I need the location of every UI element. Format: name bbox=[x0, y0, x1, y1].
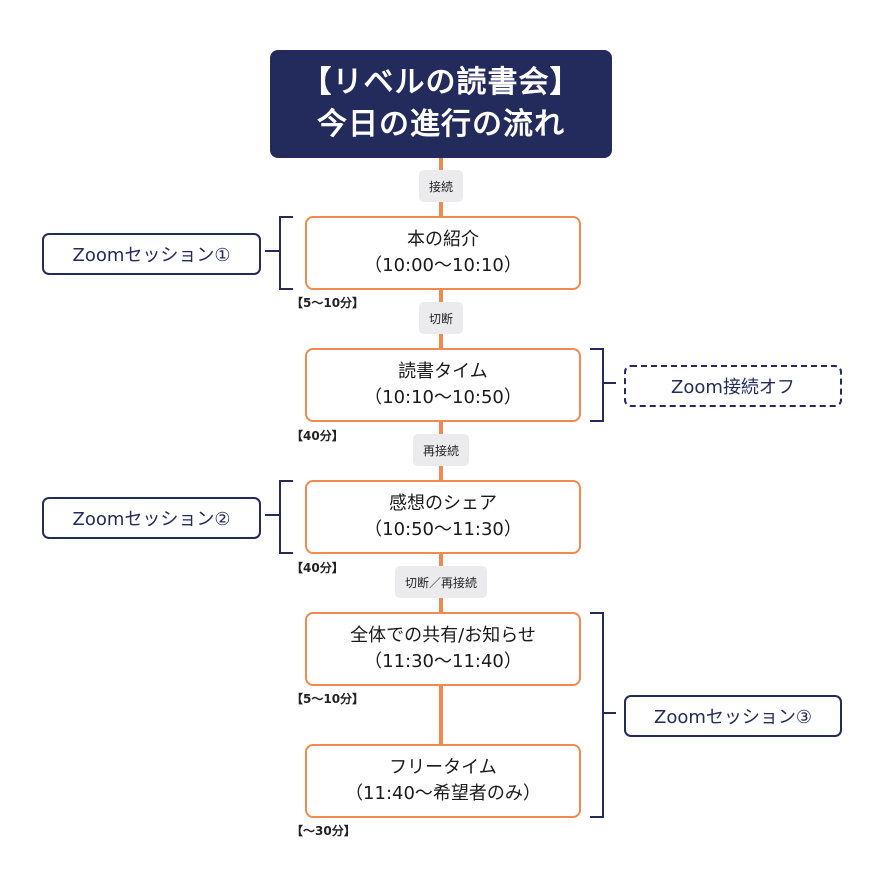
zoom-off-label: Zoom接続オフ bbox=[624, 365, 842, 407]
session3-bracket-tick bbox=[602, 712, 616, 714]
step-name: 本の紹介 bbox=[407, 229, 479, 250]
step-time: （11:30〜11:40） bbox=[364, 651, 522, 672]
connector-disconnect: 切断 bbox=[418, 302, 464, 334]
session2-label: Zoomセッション② bbox=[42, 497, 261, 539]
step-duration: 【〜30分】 bbox=[291, 824, 356, 838]
session3-bracket bbox=[590, 612, 604, 818]
step-free-time: フリータイム （11:40〜希望者のみ） bbox=[305, 744, 581, 818]
connector-connect: 接続 bbox=[418, 170, 464, 202]
step-time: （10:10〜10:50） bbox=[364, 387, 522, 408]
session1-bracket-tick bbox=[265, 250, 279, 252]
step-duration: 【40分】 bbox=[291, 429, 344, 443]
step-share-thoughts: 感想のシェア （10:50〜11:30） bbox=[305, 480, 581, 554]
flow-title-line2: 今日の進行の流れ bbox=[317, 107, 565, 142]
step-duration: 【5〜10分】 bbox=[291, 692, 365, 706]
zoom-off-bracket bbox=[590, 348, 604, 422]
flow-title-box: 【リベルの読書会】 今日の進行の流れ bbox=[270, 50, 612, 158]
step-time: （11:40〜希望者のみ） bbox=[345, 783, 541, 804]
flow-line bbox=[439, 684, 443, 744]
step-book-intro: 本の紹介 （10:00〜10:10） bbox=[305, 216, 581, 290]
session2-bracket bbox=[279, 480, 293, 554]
session2-bracket-tick bbox=[265, 514, 279, 516]
step-reading-time: 読書タイム （10:10〜10:50） bbox=[305, 348, 581, 422]
zoom-off-bracket-tick bbox=[602, 382, 616, 384]
step-time: （10:00〜10:10） bbox=[364, 255, 522, 276]
step-time: （10:50〜11:30） bbox=[364, 519, 522, 540]
session1-bracket bbox=[279, 216, 293, 290]
session1-label: Zoomセッション① bbox=[42, 233, 261, 275]
connector-disconnect-reconnect: 切断／再接続 bbox=[394, 566, 488, 598]
step-name: 感想のシェア bbox=[389, 493, 497, 514]
step-duration: 【40分】 bbox=[291, 561, 344, 575]
step-duration: 【5〜10分】 bbox=[291, 296, 365, 310]
session3-label: Zoomセッション③ bbox=[624, 695, 842, 737]
flow-title-line1: 【リベルの読書会】 bbox=[301, 65, 581, 100]
step-name: 読書タイム bbox=[398, 361, 488, 382]
connector-reconnect: 再接続 bbox=[412, 434, 470, 466]
step-name: フリータイム bbox=[389, 757, 497, 778]
step-name: 全体での共有/お知らせ bbox=[350, 625, 536, 646]
step-group-share: 全体での共有/お知らせ （11:30〜11:40） bbox=[305, 612, 581, 686]
